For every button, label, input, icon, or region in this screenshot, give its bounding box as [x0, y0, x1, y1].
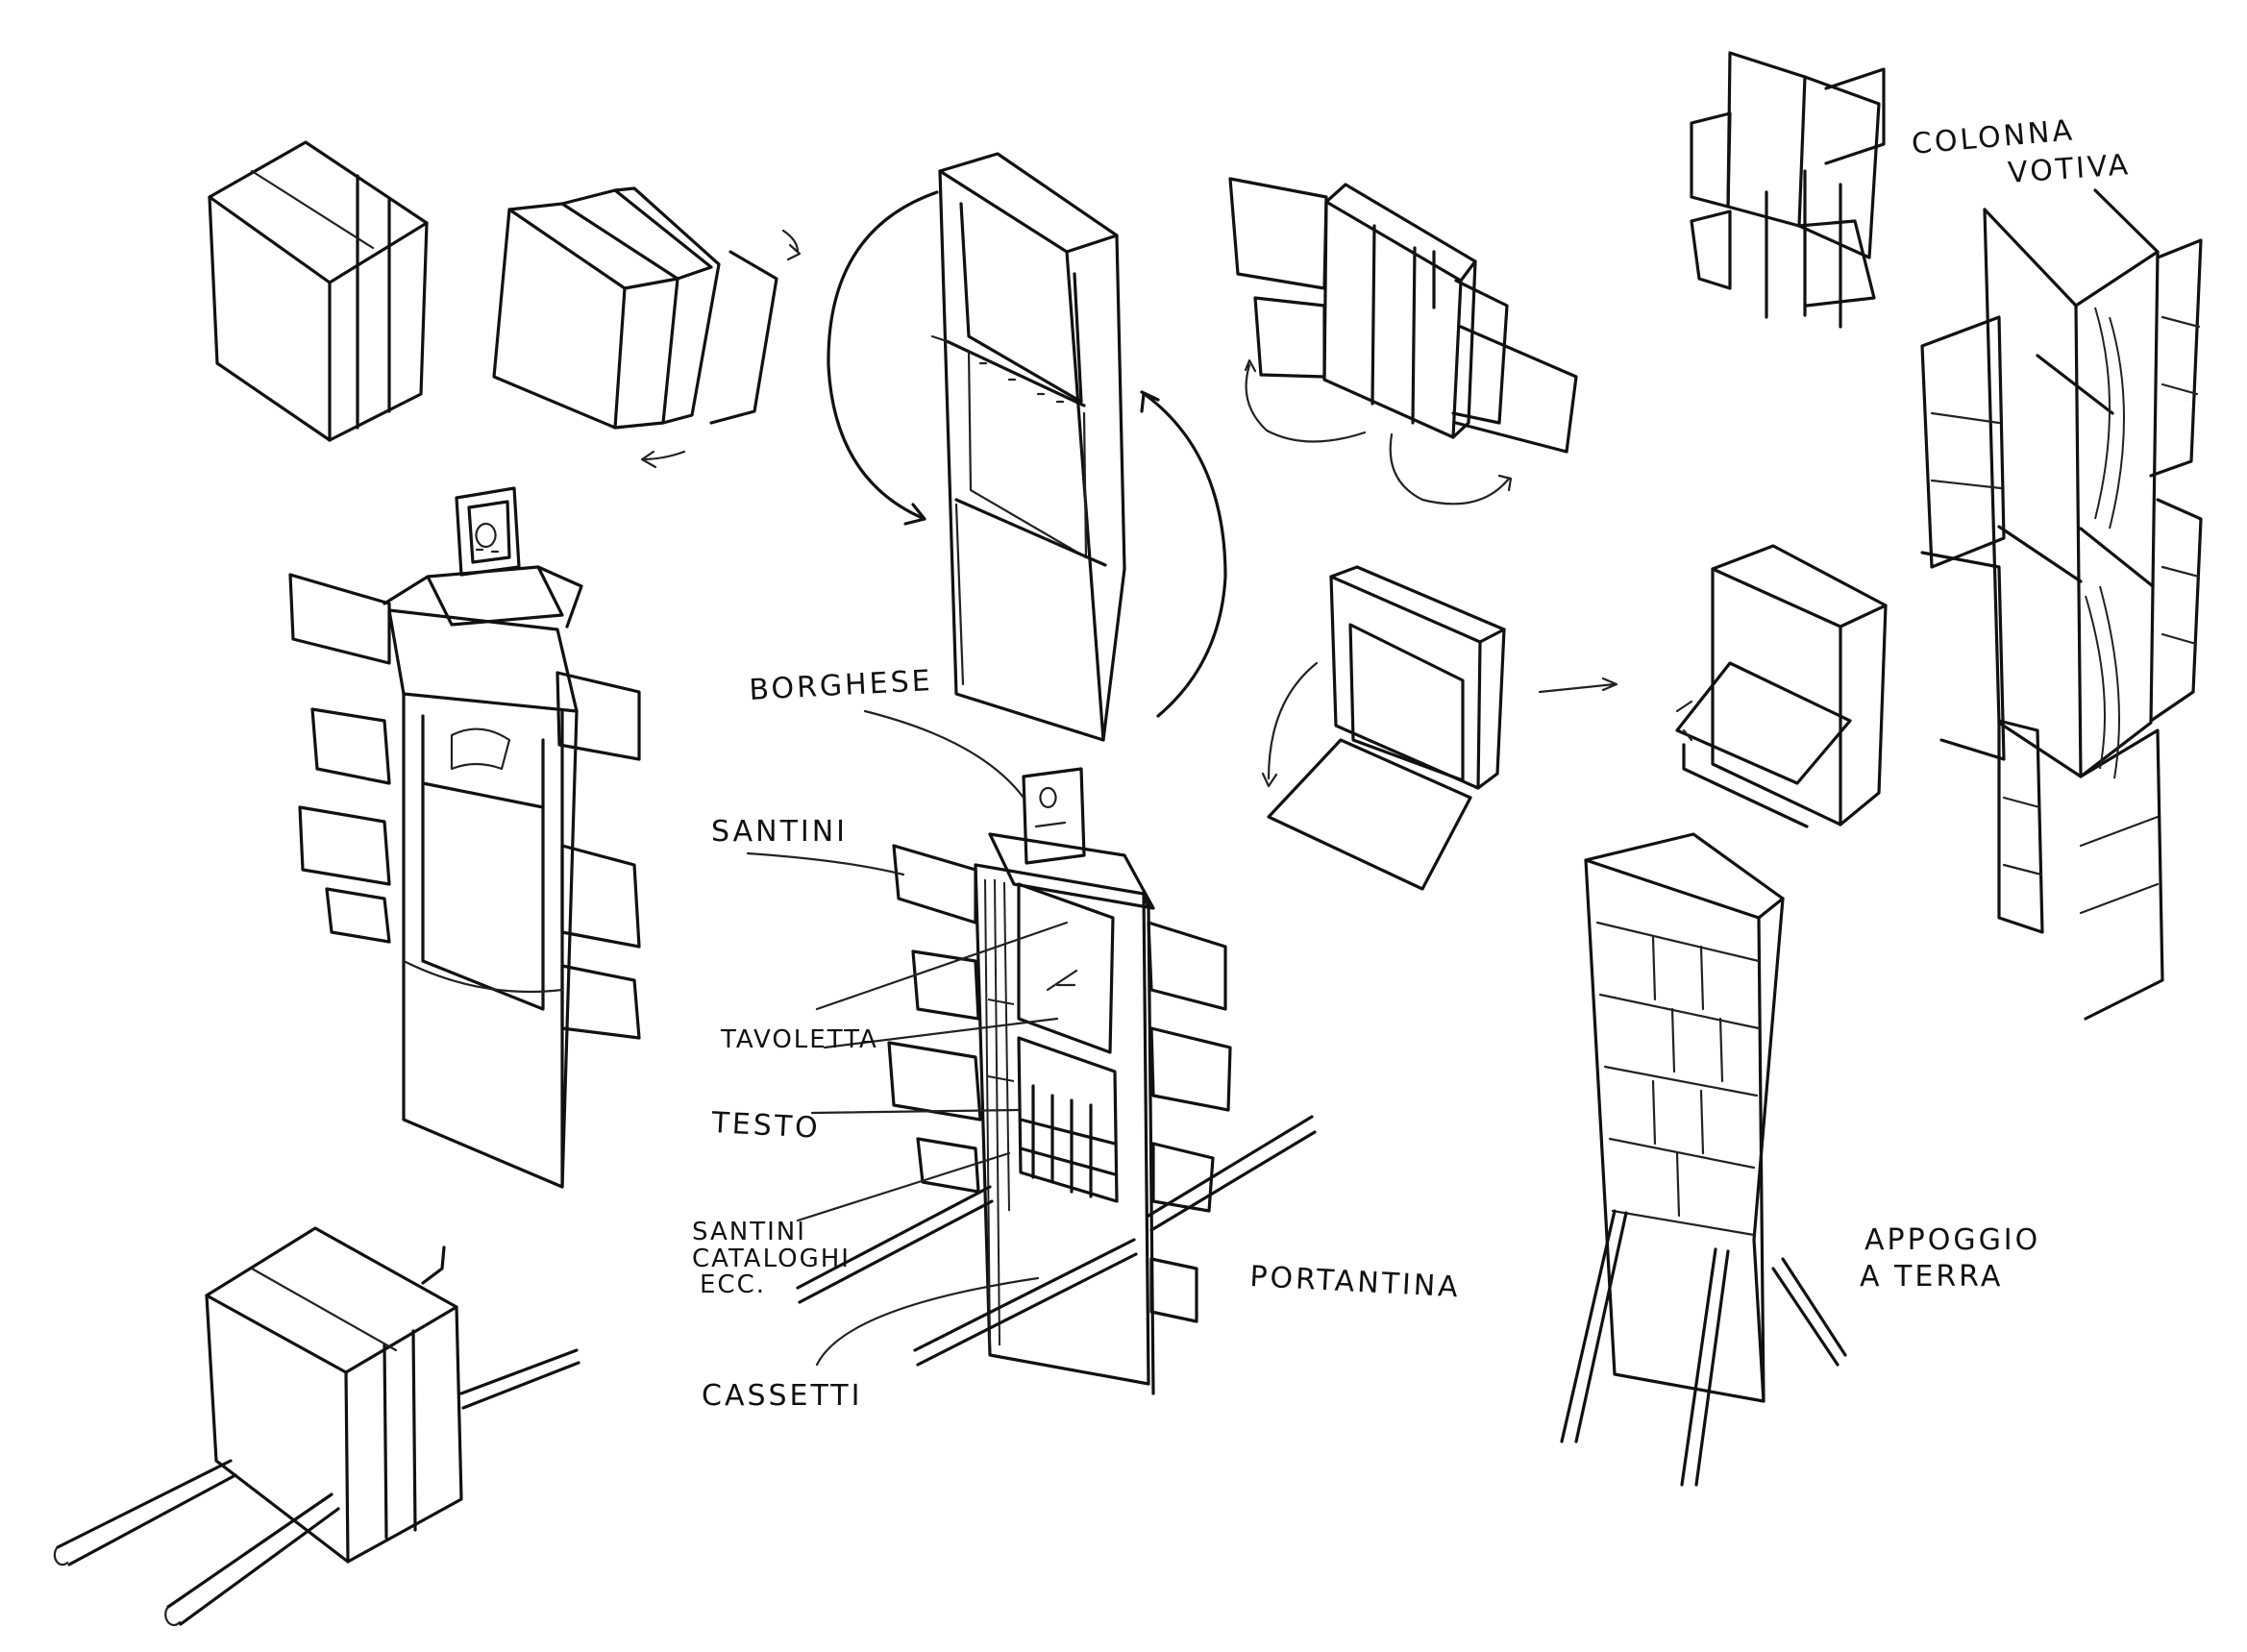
folding-bench-sketch [1261, 565, 1618, 891]
label-testo: TESTO [710, 1106, 822, 1146]
portantina-sketch [796, 767, 1317, 1395]
closed-box-sketch [208, 140, 429, 442]
carried-box-sketch [53, 1226, 580, 1627]
ground-stand-sketch [1560, 832, 1847, 1487]
lattice-column-sketch [1690, 51, 1886, 329]
shelf-unit-sketch [1675, 544, 1888, 828]
winged-cabinet-sketch [1228, 177, 1578, 505]
label-cassetti: CASSETTI [702, 1379, 862, 1413]
label-portantina: PORTANTINA [1249, 1260, 1462, 1304]
label-a-terra: A TERRA [1860, 1260, 2003, 1294]
leader-lines [746, 709, 1069, 1367]
label-votiva: VOTIVA [2007, 148, 2132, 190]
label-borghese: BORGHESE [749, 664, 934, 707]
label-santini-cataloghi-1: SANTINI [692, 1218, 806, 1246]
label-santini-cataloghi-2: CATALOGHI [692, 1245, 851, 1273]
label-appoggio: APPOGGIO [1864, 1223, 2040, 1257]
tall-votive-column-sketch [1920, 188, 2203, 1021]
left-shrine-sketch [288, 486, 641, 1189]
tall-cabinet-sketch [827, 152, 1227, 742]
opening-box-sketch [492, 186, 802, 469]
label-santini: SANTINI [711, 815, 848, 849]
label-tavoletta: TAVOLETTA [720, 1025, 878, 1054]
label-santini-cataloghi-3: ECC. [700, 1270, 766, 1299]
